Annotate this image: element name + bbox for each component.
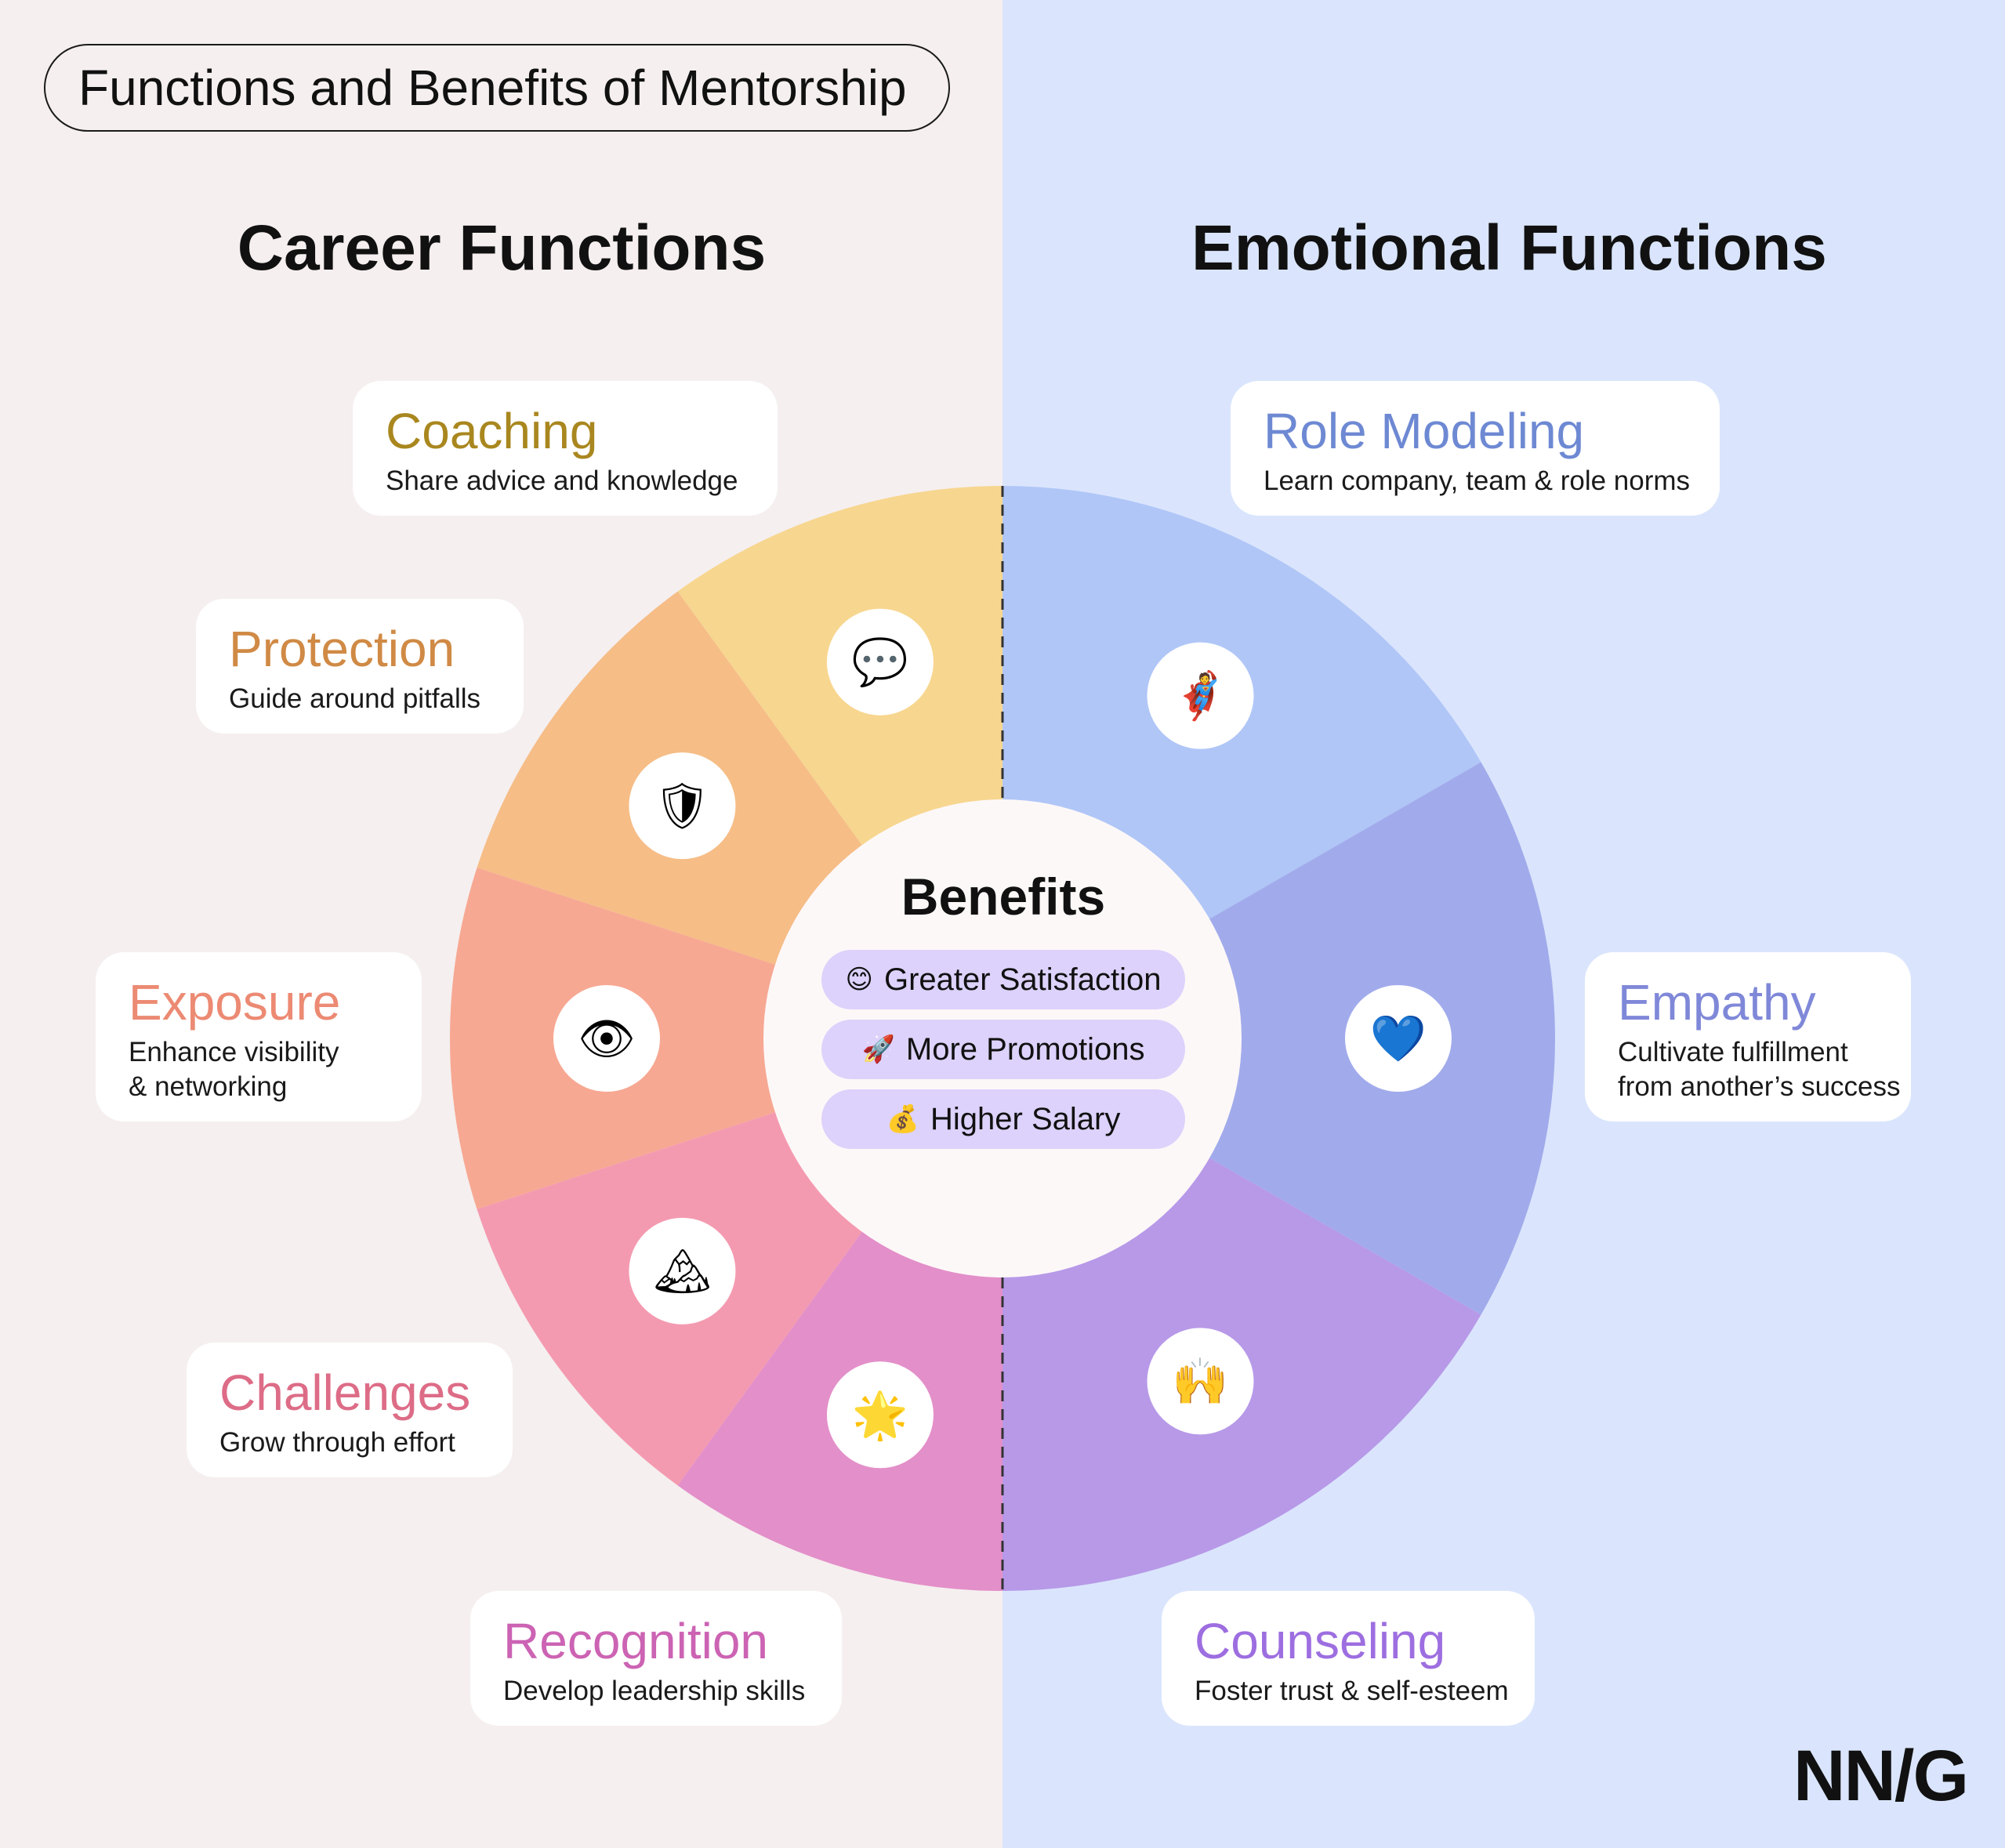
exposure-title: Exposure [129,974,341,1031]
speech-bubble-icon: 💬 [826,608,934,716]
coaching-title: Coaching [386,403,598,459]
raised-hands-icon: 🙌 [1147,1328,1254,1435]
blue-heart-icon: 💙 [1345,985,1452,1092]
svg-text:💬: 💬 [852,636,908,689]
rocket-icon: 🚀 [861,1034,895,1065]
protection-description: Guide around pitfalls [229,683,481,714]
superhero-icon: 🦸 [1147,642,1254,749]
svg-text:👁: 👁 [578,1012,636,1065]
coaching-card: Coaching Share advice and knowledge [353,381,778,516]
svg-text:🦸: 🦸 [1172,669,1228,723]
eye-icon: 👁 [553,985,660,1092]
recognition-description: Develop leadership skills [503,1676,806,1706]
career-functions-heading: Career Functions [237,212,767,284]
exposure-card: Exposure Enhance visibility & networking [96,952,422,1121]
benefits-title: Benefits [901,868,1106,926]
role-modeling-card: Role Modeling Learn company, team & role… [1231,381,1720,516]
role-modeling-title: Role Modeling [1264,403,1585,459]
protection-card: Protection Guide around pitfalls [196,599,524,734]
svg-text:💙: 💙 [1370,1012,1427,1065]
challenges-description: Grow through effort [219,1427,455,1458]
money-bag-icon: 💰 [886,1103,919,1135]
empathy-title: Empathy [1618,974,1816,1031]
star-icon: 🌟 [826,1361,934,1469]
benefits-panel: Benefits 😊 Greater Satisfaction 🚀 More P… [807,865,1199,1159]
recognition-title: Recognition [503,1613,768,1669]
exposure-description: Enhance visibility & networking [129,1037,339,1102]
counseling-description: Foster trust & self-esteem [1195,1676,1509,1706]
exposure-segment [450,868,1002,1209]
coaching-description: Share advice and knowledge [386,466,738,496]
svg-text:🛡: 🛡 [654,779,712,832]
challenges-card: Challenges Grow through effort [187,1343,513,1477]
nng-logo: NN/G [1793,1736,1969,1816]
protection-title: Protection [229,621,455,677]
empathy-card: Empathy Cultivate fulfillment from anoth… [1585,952,1911,1121]
benefit-label: Higher Salary [930,1101,1121,1136]
empathy-segment [1002,762,1555,1315]
role-modeling-description: Learn company, team & role norms [1264,466,1691,496]
emotional-functions-heading: Emotional Functions [1191,212,1827,284]
shield-icon: 🛡 [629,752,736,860]
smiling-face-icon: 😊 [845,964,873,995]
benefit-label: More Promotions [905,1031,1145,1067]
mountain-flag-icon: 🏔 [629,1217,736,1324]
benefit-label: Greater Satisfaction [883,962,1162,997]
benefit-more-promotions: 🚀 More Promotions [821,1020,1185,1079]
recognition-card: Recognition Develop leadership skills [470,1591,842,1726]
counseling-card: Counseling Foster trust & self-esteem [1162,1591,1535,1726]
benefit-greater-satisfaction: 😊 Greater Satisfaction [821,950,1185,1009]
svg-text:🏔: 🏔 [654,1245,712,1298]
counseling-title: Counseling [1195,1613,1446,1669]
empathy-description: Cultivate fulfillment from another’s suc… [1618,1037,1901,1102]
page-title: Functions and Benefits of Mentorship [44,44,950,132]
svg-text:🌟: 🌟 [852,1388,908,1442]
benefit-higher-salary: 💰 Higher Salary [821,1089,1185,1149]
svg-text:🙌: 🙌 [1172,1354,1228,1408]
challenges-title: Challenges [219,1364,471,1421]
